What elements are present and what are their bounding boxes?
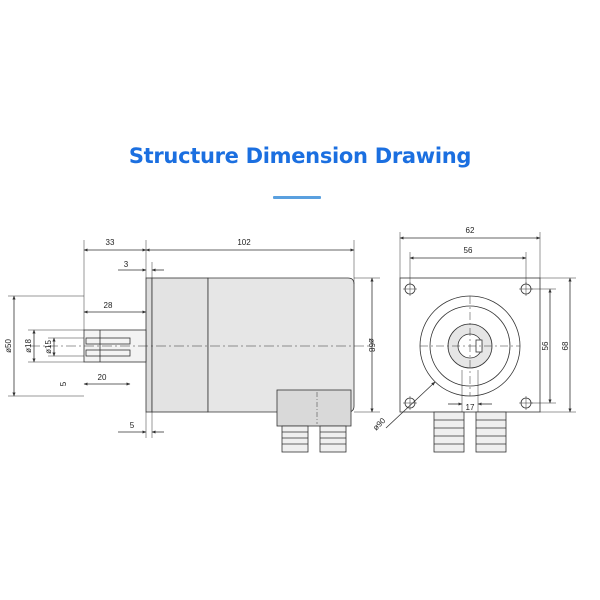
dia-15-label: ø15 xyxy=(44,340,53,354)
dim-28-label: 28 xyxy=(104,301,113,310)
page-title: Structure Dimension Drawing xyxy=(128,144,472,168)
dia-18-label: ø18 xyxy=(24,339,33,353)
dim-3-label: 3 xyxy=(124,260,129,269)
side-body xyxy=(151,277,209,413)
dim-62-label: 62 xyxy=(466,226,475,235)
side-connector-right xyxy=(319,425,347,453)
front-view xyxy=(385,232,576,453)
dim-68-right-label: 68 xyxy=(561,341,570,350)
dim-5-side-label: 5 xyxy=(59,381,68,386)
dia-90-label: ø90 xyxy=(371,416,388,433)
side-flange xyxy=(145,277,153,413)
dim-20-label: 20 xyxy=(98,373,107,382)
front-boss-circle xyxy=(429,305,511,387)
side-connector-box xyxy=(276,389,352,427)
dia-50-label: ø50 xyxy=(4,339,13,353)
dim-102-label: 102 xyxy=(237,238,251,247)
dim-33-label: 33 xyxy=(106,238,115,247)
dim-5-bottom-label: 5 xyxy=(130,421,135,430)
side-view xyxy=(8,240,380,453)
side-connector-left xyxy=(281,425,309,453)
front-connector-left xyxy=(433,411,465,453)
dim-56-right-label: 56 xyxy=(541,341,550,350)
dia-68-label: ø68 xyxy=(367,338,376,352)
dim-17-label: 17 xyxy=(466,403,475,412)
title-underline xyxy=(273,196,321,199)
front-connector-right xyxy=(475,411,507,453)
dim-56-top-label: 56 xyxy=(464,246,473,255)
